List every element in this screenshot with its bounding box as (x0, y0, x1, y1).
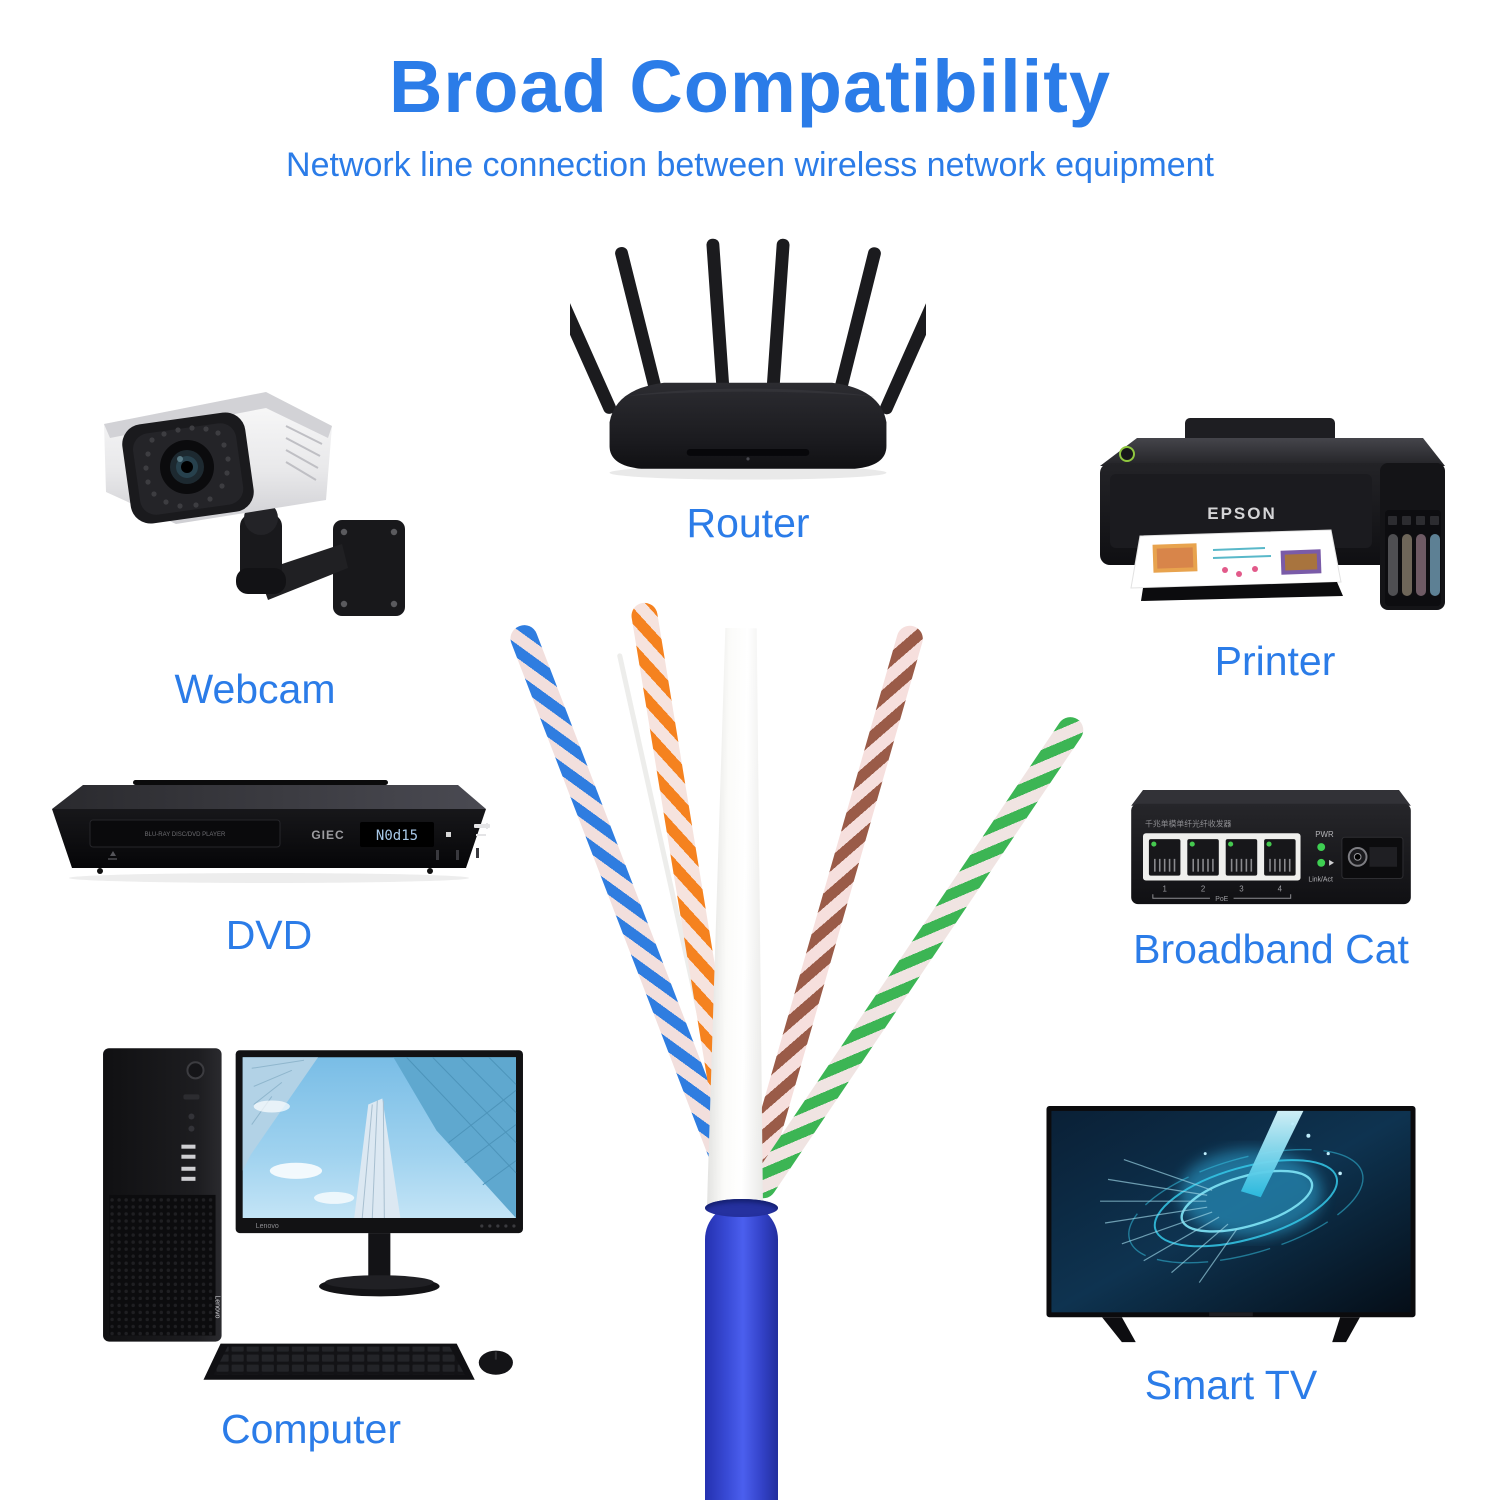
dvd-player-image: BLU-RAY DISC/DVD PLAYER GIEC N0d15 (52, 780, 490, 883)
device-computer: Lenovo Lenovo (95, 1042, 527, 1453)
dvd-brand-text: GIEC (311, 828, 344, 842)
brown-pair-wire (735, 622, 926, 1207)
printer-image: EPSON (1100, 418, 1445, 610)
computer-monitor-brand: Lenovo (256, 1223, 279, 1230)
switch-port4-number: 4 (1278, 884, 1283, 893)
broadband-cat-label: Broadband Cat (1133, 926, 1409, 972)
computer-label: Computer (220, 1406, 401, 1452)
dvd-label: DVD (225, 912, 313, 958)
switch-port1-number: 1 (1162, 884, 1166, 893)
webcam-label: Webcam (174, 666, 336, 712)
device-broadband-cat: 千兆单模单纤光纤收发器 1 2 3 4 PoE PWR (1122, 786, 1420, 973)
device-dvd: BLU-RAY DISC/DVD PLAYER GIEC N0d15 DVD (38, 778, 500, 959)
device-router: Router (570, 232, 926, 547)
switch-pwr-label: PWR (1315, 830, 1334, 839)
computer-tower-brand: Lenovo (214, 1295, 221, 1318)
webcam-image (104, 392, 405, 616)
printer-label: Printer (1214, 638, 1336, 684)
device-webcam: Webcam (90, 372, 420, 713)
router-label: Router (686, 500, 810, 546)
smart-tv-label: Smart TV (1144, 1362, 1318, 1408)
green-pair-wire (745, 712, 1089, 1204)
device-printer: EPSON Printer (1085, 418, 1465, 685)
page-title: Broad Compatibility (388, 45, 1112, 128)
cable-spline (707, 628, 769, 1207)
computer-image: Lenovo Lenovo (103, 1048, 523, 1380)
switch-link-label: Link/Act (1308, 877, 1333, 884)
device-smart-tv: Smart TV (1042, 1102, 1420, 1409)
network-switch-image: 千兆单模单纤光纤收发器 1 2 3 4 PoE PWR (1131, 789, 1411, 905)
cable-jacket-rim (705, 1199, 778, 1217)
switch-panel-text: 千兆单模单纤光纤收发器 (1145, 818, 1232, 828)
page-subtitle: Network line connection between wireless… (286, 146, 1214, 184)
router-image (570, 238, 926, 480)
cable-jacket (705, 1199, 778, 1500)
switch-port3-number: 3 (1239, 884, 1244, 893)
switch-poe-label: PoE (1215, 896, 1228, 903)
printer-brand-text: EPSON (1207, 504, 1277, 523)
dvd-tray-text: BLU-RAY DISC/DVD PLAYER (145, 832, 226, 838)
dvd-display-text: N0d15 (376, 828, 418, 844)
smart-tv-image (1046, 1105, 1416, 1343)
switch-port2-number: 2 (1201, 884, 1205, 893)
